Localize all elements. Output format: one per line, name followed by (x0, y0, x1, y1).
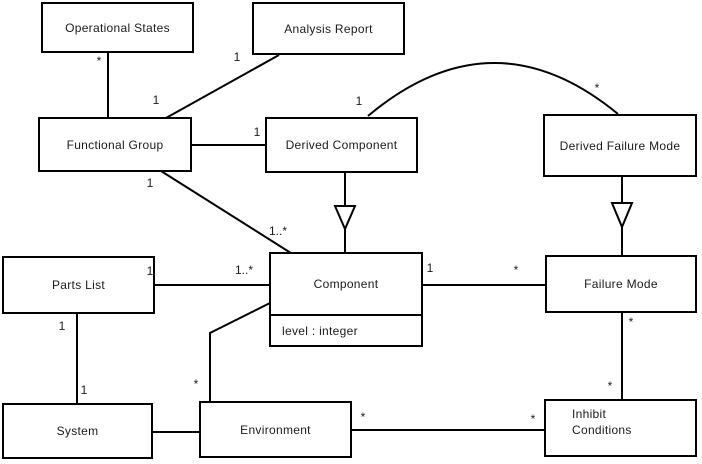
class-label-environment: Environment (240, 422, 311, 437)
component-attribute-level: level : integer (282, 323, 358, 338)
class-label-analysis-report: Analysis Report (284, 21, 373, 36)
class-box-component: Component level : integer (269, 252, 423, 347)
multiplicity-arc-derived-component-end: 1 (355, 94, 363, 108)
multiplicity-inhibit-conditions-left: * (530, 412, 536, 426)
class-label-functional-group: Functional Group (66, 137, 164, 152)
multiplicity-failure-mode-end-of-component: * (513, 263, 519, 277)
class-box-parts-list: Parts List (2, 256, 155, 314)
class-label-failure-mode: Failure Mode (584, 277, 658, 291)
class-label-operational-states: Operational States (65, 20, 170, 35)
class-box-system: System (2, 403, 153, 459)
association-component-environment (209, 302, 271, 402)
generalization-triangle-icon-failure-mode (610, 202, 634, 230)
multiplicity-environment-right: * (360, 410, 366, 424)
class-box-environment: Environment (199, 401, 352, 458)
multiplicity-component-end-of-failure-mode: 1 (426, 261, 434, 275)
multiplicity-environment-top-line: * (193, 377, 199, 391)
association-functional-group-component (160, 170, 295, 256)
multiplicity-failure-mode-bottom: * (628, 315, 634, 329)
class-label-derived-component: Derived Component (285, 138, 398, 152)
class-box-derived-component: Derived Component (265, 117, 418, 173)
component-name-compartment: Component (271, 254, 421, 314)
class-label-system: System (56, 424, 99, 438)
multiplicity-functional-group-top: 1 (152, 93, 160, 107)
multiplicity-parts-list-bottom: 1 (58, 319, 66, 333)
association-functional-group-analysis-report (165, 54, 280, 119)
multiplicity-derived-component-left: 1 (253, 125, 261, 139)
class-box-derived-failure-mode: Derived Failure Mode (543, 114, 697, 177)
class-label-parts-list: Parts List (51, 278, 105, 292)
multiplicity-component-end-of-parts-list: 1..* (234, 263, 254, 277)
component-attribute-compartment: level : integer (271, 314, 421, 345)
class-label-component: Component (313, 277, 379, 291)
class-box-failure-mode: Failure Mode (545, 255, 697, 313)
class-box-functional-group: Functional Group (38, 117, 192, 172)
class-box-analysis-report: Analysis Report (252, 2, 405, 55)
multiplicity-component-end-of-functional-group: 1..* (268, 224, 288, 238)
class-box-inhibit-conditions: Inhibit Conditions (544, 399, 697, 457)
association-arc-derived-component-derived-failure-mode (367, 62, 619, 117)
multiplicity-arc-derived-failure-mode-end: * (594, 81, 600, 95)
multiplicity-inhibit-conditions-top: * (607, 379, 613, 393)
class-box-operational-states: Operational States (41, 2, 194, 53)
multiplicity-operational-states-end: * (96, 54, 102, 68)
generalization-triangle-icon-component (333, 205, 357, 232)
class-label-inhibit-conditions: Inhibit Conditions (572, 407, 632, 437)
class-label-derived-failure-mode: Derived Failure Mode (559, 138, 681, 153)
multiplicity-parts-list-end-of-component: 1 (146, 264, 154, 278)
multiplicity-system-top: 1 (80, 383, 88, 397)
multiplicity-analysis-report-line: 1 (233, 50, 241, 64)
multiplicity-functional-group-bottom: 1 (146, 176, 154, 190)
